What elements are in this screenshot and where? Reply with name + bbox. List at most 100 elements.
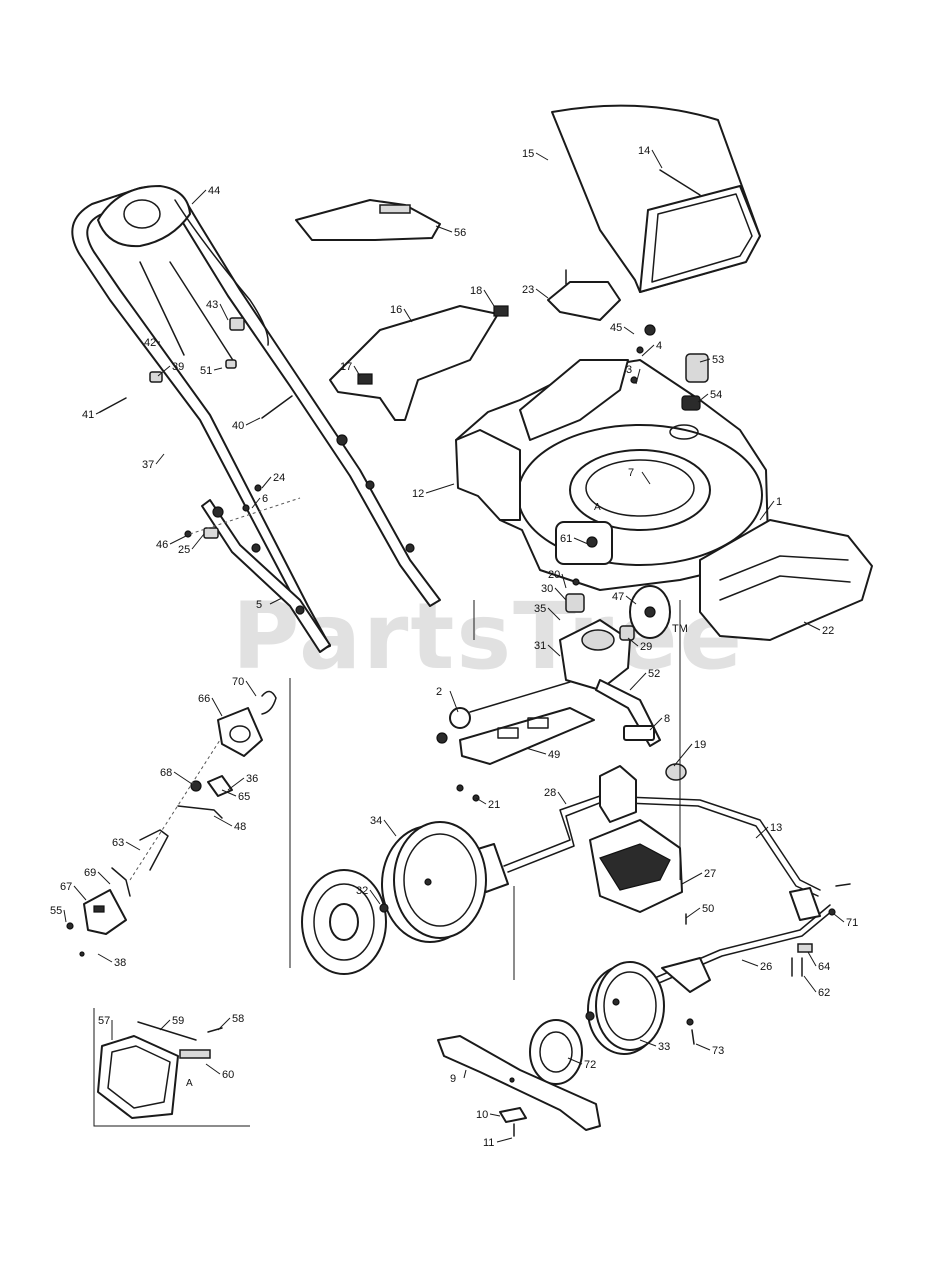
callout-leader-16 — [403, 308, 413, 323]
callout-49: 49 — [548, 749, 560, 761]
callout-28: 28 — [544, 787, 556, 799]
callout-45: 45 — [610, 322, 622, 334]
callout-44: 44 — [208, 185, 220, 197]
callout-59: 59 — [172, 1015, 184, 1027]
callout-leader-65 — [221, 789, 237, 797]
callout-leader-73 — [695, 1043, 711, 1051]
callout-6: 6 — [262, 493, 268, 505]
callout-47: 47 — [612, 591, 624, 603]
callout-leader-69 — [97, 871, 111, 885]
callout-30: 30 — [541, 583, 553, 595]
callout-58: 58 — [232, 1013, 244, 1025]
callout-16: 16 — [390, 304, 402, 316]
callout-71: 71 — [846, 917, 858, 929]
callout-51: 51 — [200, 365, 212, 377]
callout-24: 24 — [273, 472, 285, 484]
callout-leader-21 — [475, 797, 487, 805]
callout-62: 62 — [818, 987, 830, 999]
drive-assembly — [436, 578, 671, 802]
callout-61: 61 — [560, 533, 572, 545]
callout-leader-46 — [169, 535, 187, 545]
callout-5: 5 — [256, 599, 262, 611]
callout-leader-49 — [525, 747, 547, 755]
callout-leader-47 — [625, 595, 637, 605]
callout-leader-58 — [217, 1017, 231, 1031]
callout-20: 20 — [548, 569, 560, 581]
callout-11: 11 — [483, 1137, 494, 1149]
callout-leader-48 — [213, 815, 233, 827]
callout-leader-3 — [635, 368, 641, 385]
callout-46: 46 — [156, 539, 168, 551]
callout-leader-6 — [251, 497, 261, 509]
callout-leader-20 — [561, 573, 567, 589]
callout-leader-70 — [245, 680, 257, 697]
grass-bag — [551, 104, 761, 293]
callout-64: 64 — [818, 961, 830, 973]
callout-63: 63 — [112, 837, 124, 849]
callout-70: 70 — [232, 676, 244, 688]
callout-72: 72 — [584, 1059, 596, 1071]
callout-leader-41 — [95, 411, 101, 415]
callout-leader-45 — [623, 326, 635, 335]
callout-leader-55 — [63, 909, 67, 923]
callout-leader-13 — [755, 826, 769, 839]
callout-27: 27 — [704, 868, 716, 880]
callout-39: 39 — [172, 361, 184, 373]
chute-flap — [547, 269, 621, 321]
front-skirt — [699, 519, 873, 641]
callout-1: 1 — [776, 496, 782, 508]
callout-leader-5 — [269, 597, 283, 605]
callout-leader-61 — [573, 537, 589, 545]
callout-13: 13 — [770, 822, 782, 834]
callout-leader-36 — [227, 777, 245, 791]
callout-66: 66 — [198, 693, 210, 705]
callout-leader-14 — [651, 149, 663, 169]
callout-leader-28 — [557, 791, 567, 805]
callout-leader-23 — [535, 288, 549, 299]
callout-19: 19 — [694, 739, 706, 751]
callout-33: 33 — [658, 1041, 670, 1053]
callout-leader-54 — [697, 393, 709, 403]
callout-leader-62 — [803, 975, 817, 993]
callout-25: 25 — [178, 544, 190, 556]
callout-14: 14 — [638, 145, 650, 157]
callout-29: 29 — [640, 641, 652, 653]
callout-34: 34 — [370, 815, 382, 827]
callout-leader-40 — [245, 417, 261, 426]
callout-18: 18 — [470, 285, 482, 297]
callout-leader-71 — [833, 913, 845, 923]
callout-leader-2 — [449, 690, 459, 713]
callout-leader-30 — [554, 587, 567, 601]
callout-69: 69 — [84, 867, 96, 879]
callout-55: 55 — [50, 905, 62, 917]
callout-leader-29 — [627, 637, 639, 647]
callout-leader-59 — [159, 1019, 171, 1031]
callout-leader-12 — [425, 483, 455, 494]
callout-48: 48 — [234, 821, 246, 833]
callout-leader-33 — [639, 1039, 657, 1047]
callout-9: 9 — [450, 1073, 456, 1085]
callout-37: 37 — [142, 459, 154, 471]
callout-40: 40 — [232, 420, 244, 432]
rear-wheel — [587, 961, 665, 1055]
callout-65: 65 — [238, 791, 250, 803]
callout-leader-10 — [489, 1113, 501, 1117]
front-wheel-large — [381, 821, 487, 943]
mulch-plug — [295, 199, 441, 241]
callout-41: 41 — [82, 409, 94, 421]
callout-leader-72 — [567, 1057, 583, 1065]
wheel-hubcap-small — [529, 1011, 595, 1085]
callout-leader-17 — [353, 365, 361, 377]
callout-leader-26 — [741, 959, 759, 967]
callout-leader-24 — [261, 476, 272, 489]
callout-leader-51 — [213, 367, 223, 371]
callout-leader-39 — [157, 365, 171, 377]
callout-leader-22 — [803, 621, 821, 631]
callout-2: 2 — [436, 686, 442, 698]
callout-73: 73 — [712, 1045, 724, 1057]
callout-leader-66 — [211, 697, 223, 717]
callout-leader-11 — [496, 1137, 513, 1143]
callout-52: 52 — [648, 668, 660, 680]
callout-leader-27 — [681, 872, 703, 885]
